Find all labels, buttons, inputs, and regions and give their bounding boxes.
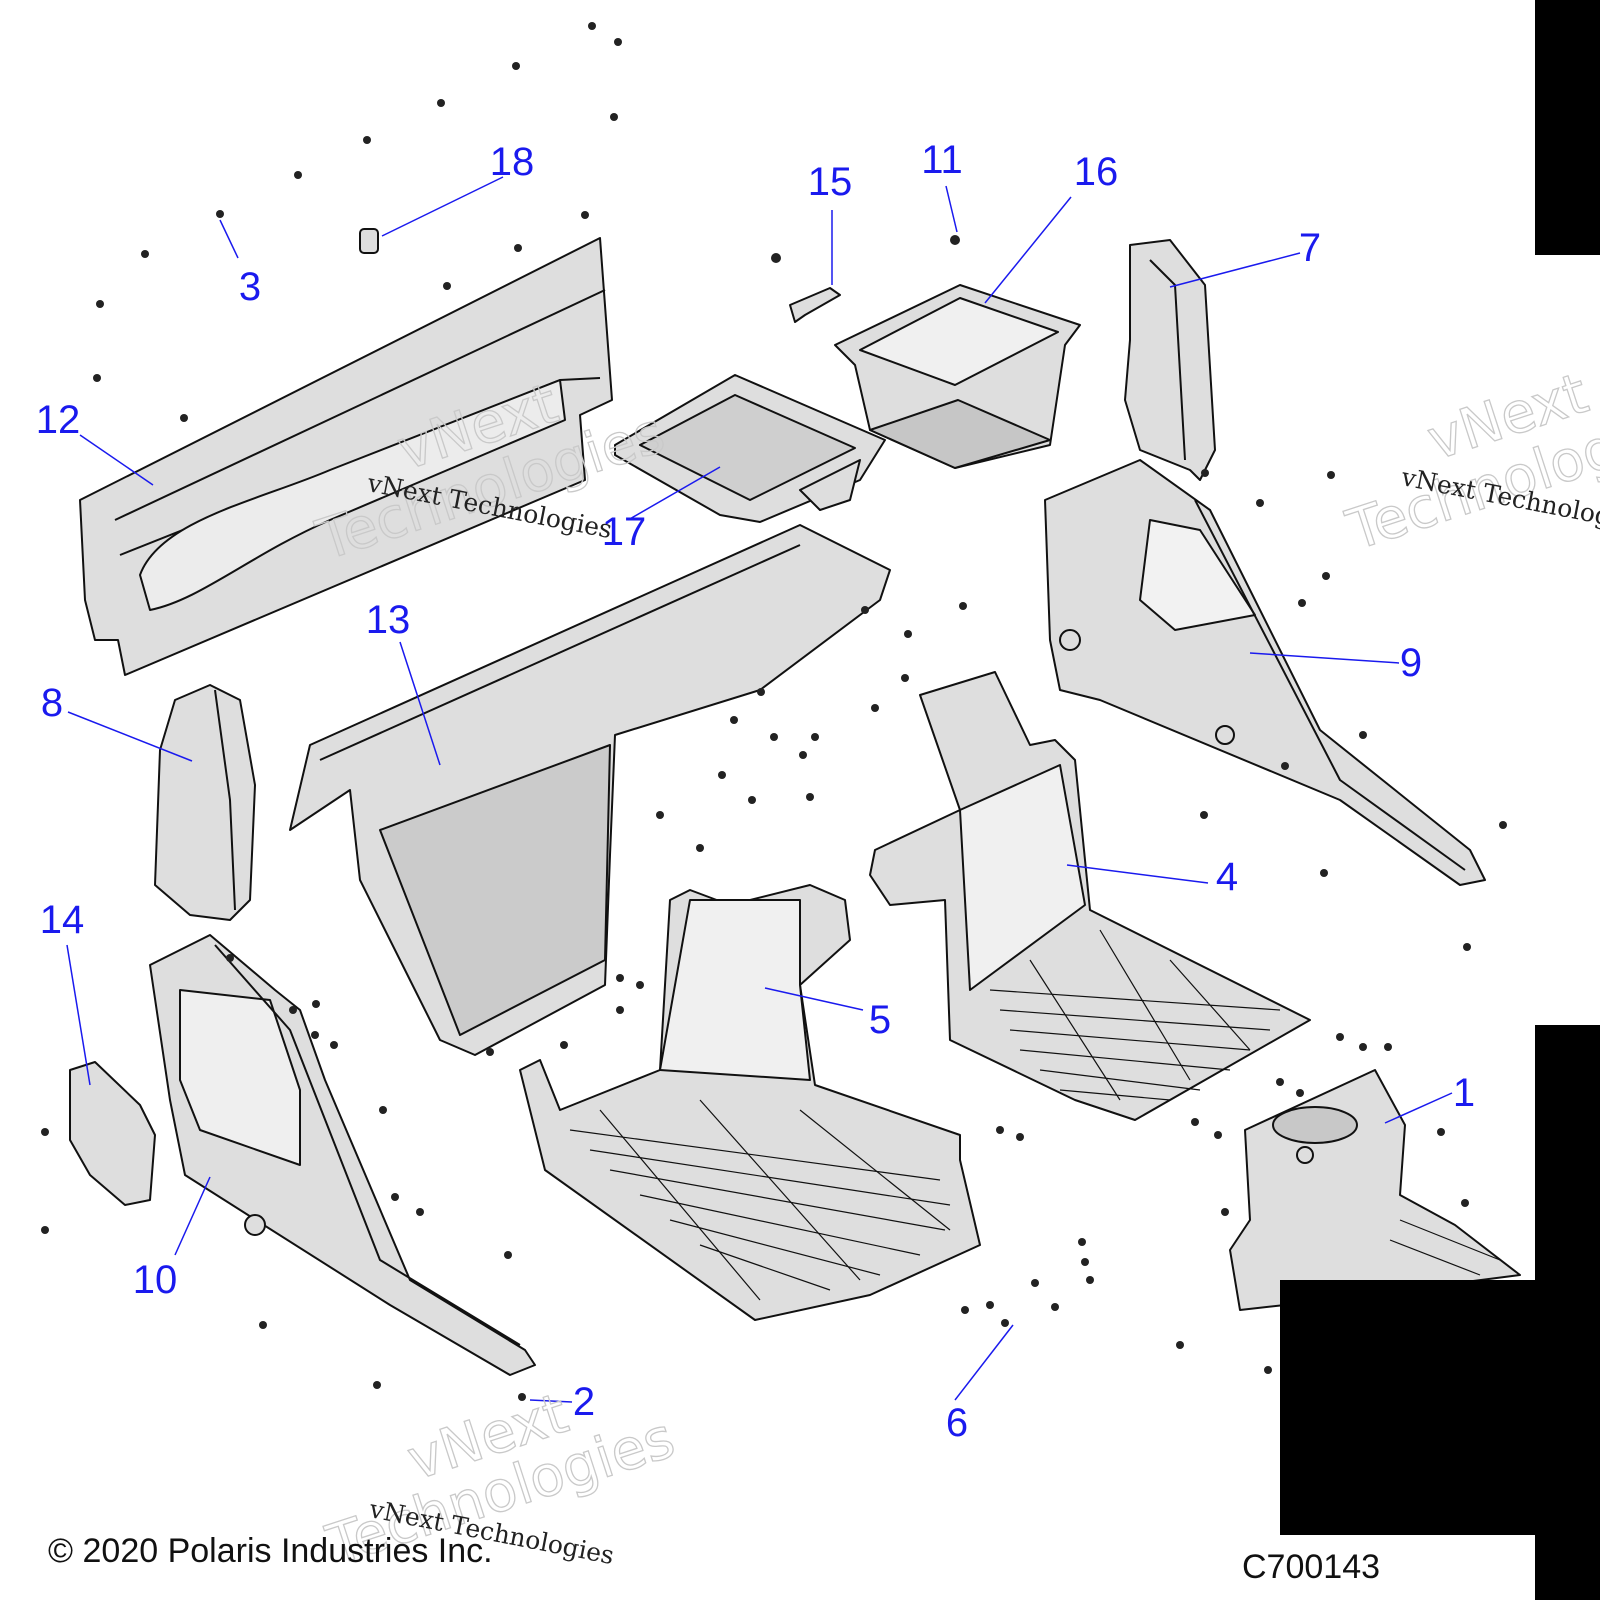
copyright-notice: © 2020 Polaris Industries Inc. bbox=[48, 1532, 493, 1570]
black-block-top-right bbox=[1535, 0, 1600, 255]
callout-8: 8 bbox=[40, 681, 64, 725]
part-side-trim-left bbox=[149, 934, 536, 1376]
part-side-panel-left bbox=[154, 684, 256, 921]
callout-3: 3 bbox=[238, 265, 262, 309]
part-storage-tray bbox=[614, 374, 886, 523]
leader-lines bbox=[66, 176, 1453, 1403]
callout-17: 17 bbox=[601, 510, 647, 554]
callout-10: 10 bbox=[132, 1258, 178, 1302]
callout-9: 9 bbox=[1399, 641, 1423, 685]
callout-6: 6 bbox=[945, 1401, 969, 1445]
part-side-panel-right-upper bbox=[1124, 239, 1216, 481]
black-block-bottom-right bbox=[1280, 1280, 1600, 1535]
callout-16: 16 bbox=[1073, 150, 1119, 194]
callout-4: 4 bbox=[1215, 855, 1239, 899]
callout-15: 15 bbox=[807, 160, 853, 204]
diagram-id: C700143 bbox=[1242, 1548, 1381, 1586]
callout-11: 11 bbox=[921, 138, 963, 182]
part-pad bbox=[69, 1061, 156, 1206]
part-bracket bbox=[789, 287, 841, 323]
callout-7: 7 bbox=[1298, 226, 1322, 270]
callout-5: 5 bbox=[868, 998, 892, 1042]
part-side-trim-right bbox=[1044, 459, 1486, 886]
callout-1: 1 bbox=[1452, 1071, 1476, 1115]
part-floor-pan-center bbox=[519, 884, 981, 1321]
part-clip bbox=[359, 228, 379, 254]
part-cross-member bbox=[289, 524, 891, 1056]
callout-14: 14 bbox=[39, 898, 85, 942]
callout-18: 18 bbox=[489, 140, 535, 184]
part-storage-bin bbox=[834, 284, 1081, 469]
part-floor-pan-right bbox=[869, 671, 1311, 1121]
part-rear-panel bbox=[79, 237, 613, 676]
callout-12: 12 bbox=[35, 398, 81, 442]
fastener-set bbox=[41, 22, 1507, 1401]
callout-2: 2 bbox=[572, 1380, 596, 1424]
part-console-rear bbox=[1229, 1069, 1521, 1311]
callout-13: 13 bbox=[365, 598, 411, 642]
